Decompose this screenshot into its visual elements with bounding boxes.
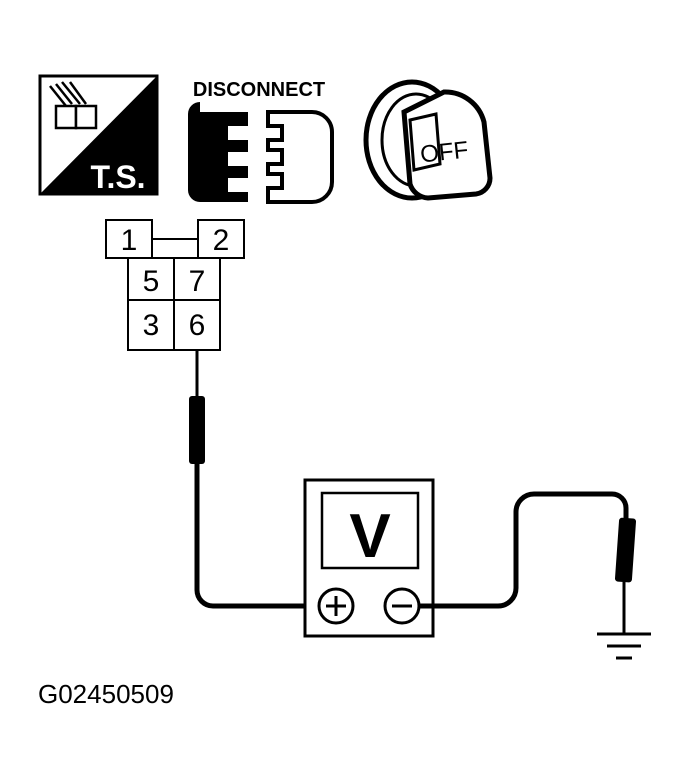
voltmeter: V bbox=[303, 478, 435, 638]
negative-probe-lead bbox=[419, 491, 637, 634]
voltmeter-display bbox=[320, 491, 420, 570]
disconnect-label: DISCONNECT bbox=[193, 79, 325, 101]
pin-1-label: 1 bbox=[121, 224, 138, 257]
connector-pinout bbox=[105, 219, 245, 351]
ground-icon bbox=[597, 632, 651, 660]
connector-icon bbox=[49, 81, 98, 130]
pin-5-label: 5 bbox=[143, 265, 160, 298]
voltmeter-display-label: V bbox=[349, 502, 390, 571]
figure-id: G02450509 bbox=[38, 679, 174, 709]
ts-icon: T.S. bbox=[38, 74, 159, 196]
ignition-key-off-icon: OFF bbox=[363, 79, 493, 201]
negative-probe-tip bbox=[614, 517, 637, 583]
pin-3-label: 3 bbox=[143, 309, 160, 342]
ts-label: T.S. bbox=[90, 159, 145, 195]
pin-7-label: 7 bbox=[189, 265, 206, 298]
positive-probe-tip bbox=[189, 396, 205, 464]
positive-probe-lead bbox=[189, 350, 318, 609]
pin-3-cell bbox=[127, 299, 175, 351]
pin-2-label: 2 bbox=[213, 224, 230, 257]
pin-6-label: 6 bbox=[189, 309, 206, 342]
pin-6-cell bbox=[173, 299, 221, 351]
connector-pin-labels: 1 2 5 7 3 6 bbox=[121, 224, 230, 342]
key-off-label: OFF bbox=[419, 137, 470, 169]
pin-7-cell bbox=[173, 257, 221, 301]
disconnect-icon: DISCONNECT bbox=[188, 79, 334, 204]
